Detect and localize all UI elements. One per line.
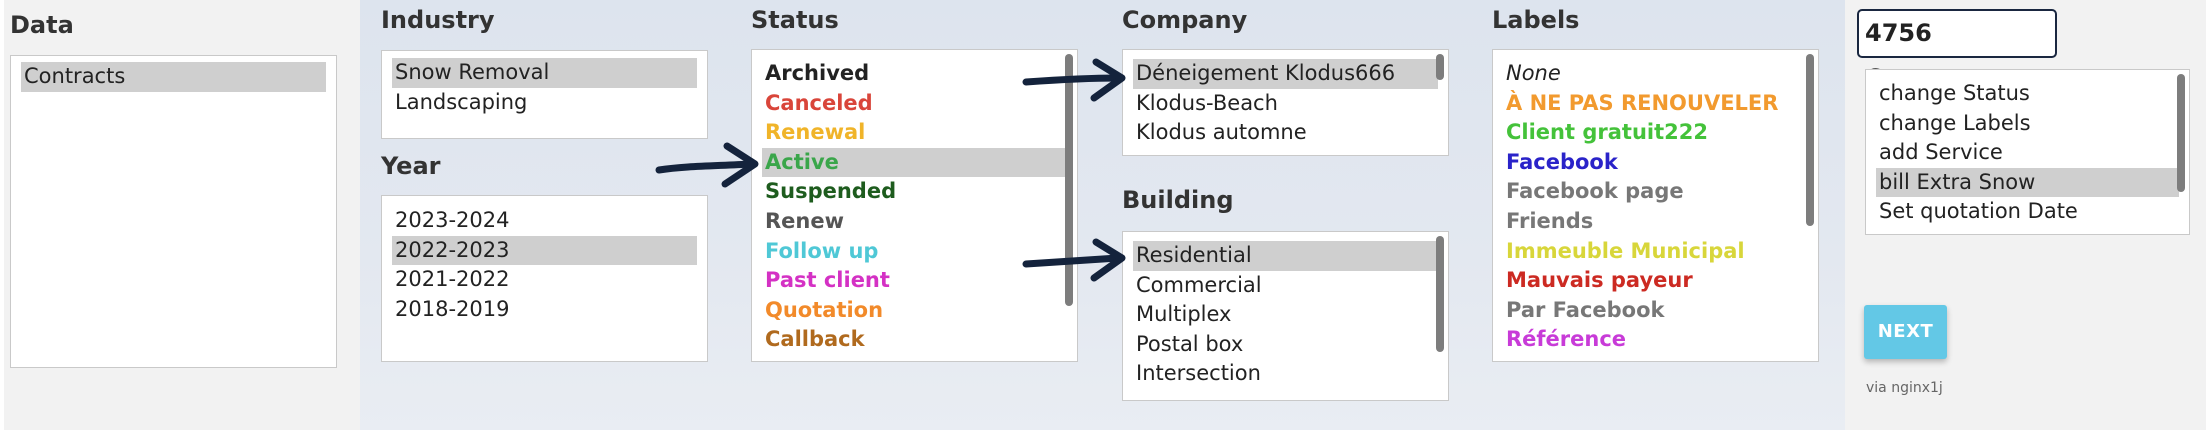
- year-item-selected[interactable]: 2022-2023: [392, 235, 697, 266]
- arrow-to-active-icon: [655, 142, 759, 188]
- label-item-facebook-page[interactable]: Facebook page: [1506, 179, 1684, 204]
- data-heading: Data: [10, 11, 74, 39]
- label-item-none[interactable]: None: [1506, 61, 1561, 85]
- status-item-callback[interactable]: Callback: [765, 327, 865, 352]
- year-item[interactable]: 2018-2019: [395, 296, 510, 321]
- industry-item-landscaping[interactable]: Landscaping: [395, 89, 528, 114]
- year-item[interactable]: 2021-2022: [395, 267, 510, 292]
- contracts-count-title: 4756 Contracts: [1857, 9, 2057, 92]
- arrow-to-building-icon: [1022, 238, 1126, 282]
- status-item-canceled[interactable]: Canceled: [765, 90, 873, 115]
- next-button[interactable]: NEXT: [1864, 305, 1947, 359]
- industry-listbox[interactable]: Snow Removal Landscaping: [381, 50, 708, 139]
- actions-listbox[interactable]: change Status change Labels add Service …: [1865, 69, 2190, 235]
- label-item-friends[interactable]: Friends: [1506, 208, 1594, 233]
- status-item-active[interactable]: Active: [762, 147, 1067, 178]
- label-item-ne-pas-renouveler[interactable]: À NE PAS RENOUVELER: [1506, 90, 1779, 115]
- status-item-suspended[interactable]: Suspended: [765, 179, 897, 204]
- year-heading: Year: [381, 152, 441, 180]
- status-item-past-client[interactable]: Past client: [765, 268, 890, 293]
- year-item[interactable]: 2023-2024: [395, 208, 510, 232]
- action-item-set-quotation-date[interactable]: Set quotation Date: [1879, 199, 2078, 224]
- status-heading: Status: [751, 6, 839, 34]
- page-bottom-edge: [0, 430, 2210, 436]
- company-item-klodus-beach[interactable]: Klodus-Beach: [1136, 90, 1278, 115]
- label-item-reference[interactable]: Référence: [1506, 327, 1627, 352]
- company-item-klodus-automne[interactable]: Klodus automne: [1136, 120, 1307, 145]
- company-heading: Company: [1122, 6, 1248, 34]
- label-item-client-gratuit[interactable]: Client gratuit222: [1506, 120, 1708, 145]
- arrow-to-company-icon: [1022, 58, 1126, 102]
- actions-scrollbar[interactable]: [2177, 74, 2185, 192]
- company-scrollbar[interactable]: [1436, 54, 1444, 80]
- label-item-immeuble-municipal[interactable]: Immeuble Municipal: [1506, 238, 1745, 263]
- building-heading: Building: [1122, 186, 1234, 214]
- label-item-facebook[interactable]: Facebook: [1506, 149, 1618, 174]
- company-listbox[interactable]: Déneigement Klodus666 Klodus-Beach Klodu…: [1122, 49, 1449, 156]
- year-listbox[interactable]: 2023-2024 2022-2023 2021-2022 2018-2019: [381, 195, 708, 362]
- labels-listbox[interactable]: None À NE PAS RENOUVELER Client gratuit2…: [1492, 49, 1819, 362]
- status-item-archived[interactable]: Archived: [765, 61, 870, 85]
- building-scrollbar[interactable]: [1436, 236, 1444, 352]
- status-item-renew[interactable]: Renew: [765, 208, 845, 233]
- data-listbox[interactable]: Contracts: [10, 55, 337, 368]
- status-scrollbar[interactable]: [1065, 54, 1073, 306]
- action-item-change-labels[interactable]: change Labels: [1879, 110, 2031, 135]
- action-item-bill-extra-snow[interactable]: bill Extra Snow: [1876, 167, 2179, 198]
- building-listbox[interactable]: Residential Commercial Multiplex Postal …: [1122, 231, 1449, 401]
- labels-scrollbar[interactable]: [1806, 54, 1814, 226]
- company-item-klodus666[interactable]: Déneigement Klodus666: [1133, 59, 1438, 89]
- action-item-add-service[interactable]: add Service: [1879, 140, 2003, 165]
- industry-heading: Industry: [381, 6, 495, 34]
- building-item-postal-box[interactable]: Postal box: [1136, 331, 1244, 356]
- via-footer: via nginx1j: [1866, 380, 1943, 396]
- building-item-intersection[interactable]: Intersection: [1136, 361, 1261, 386]
- building-item-multiplex[interactable]: Multiplex: [1136, 302, 1232, 327]
- labels-heading: Labels: [1492, 6, 1580, 34]
- industry-item-snow-removal[interactable]: Snow Removal: [392, 58, 697, 88]
- building-item-residential[interactable]: Residential: [1133, 241, 1438, 271]
- action-item-change-status[interactable]: change Status: [1879, 81, 2030, 105]
- building-item-commercial[interactable]: Commercial: [1136, 272, 1262, 297]
- label-item-par-facebook[interactable]: Par Facebook: [1506, 297, 1665, 322]
- label-item-mauvais-payeur[interactable]: Mauvais payeur: [1506, 268, 1693, 293]
- status-item-quotation[interactable]: Quotation: [765, 297, 884, 322]
- status-item-renewal[interactable]: Renewal: [765, 120, 866, 145]
- data-item-contracts[interactable]: Contracts: [21, 62, 326, 92]
- page-edge: [2206, 0, 2210, 436]
- status-listbox[interactable]: Archived Canceled Renewal Active Suspend…: [751, 49, 1078, 362]
- status-item-follow-up[interactable]: Follow up: [765, 238, 879, 263]
